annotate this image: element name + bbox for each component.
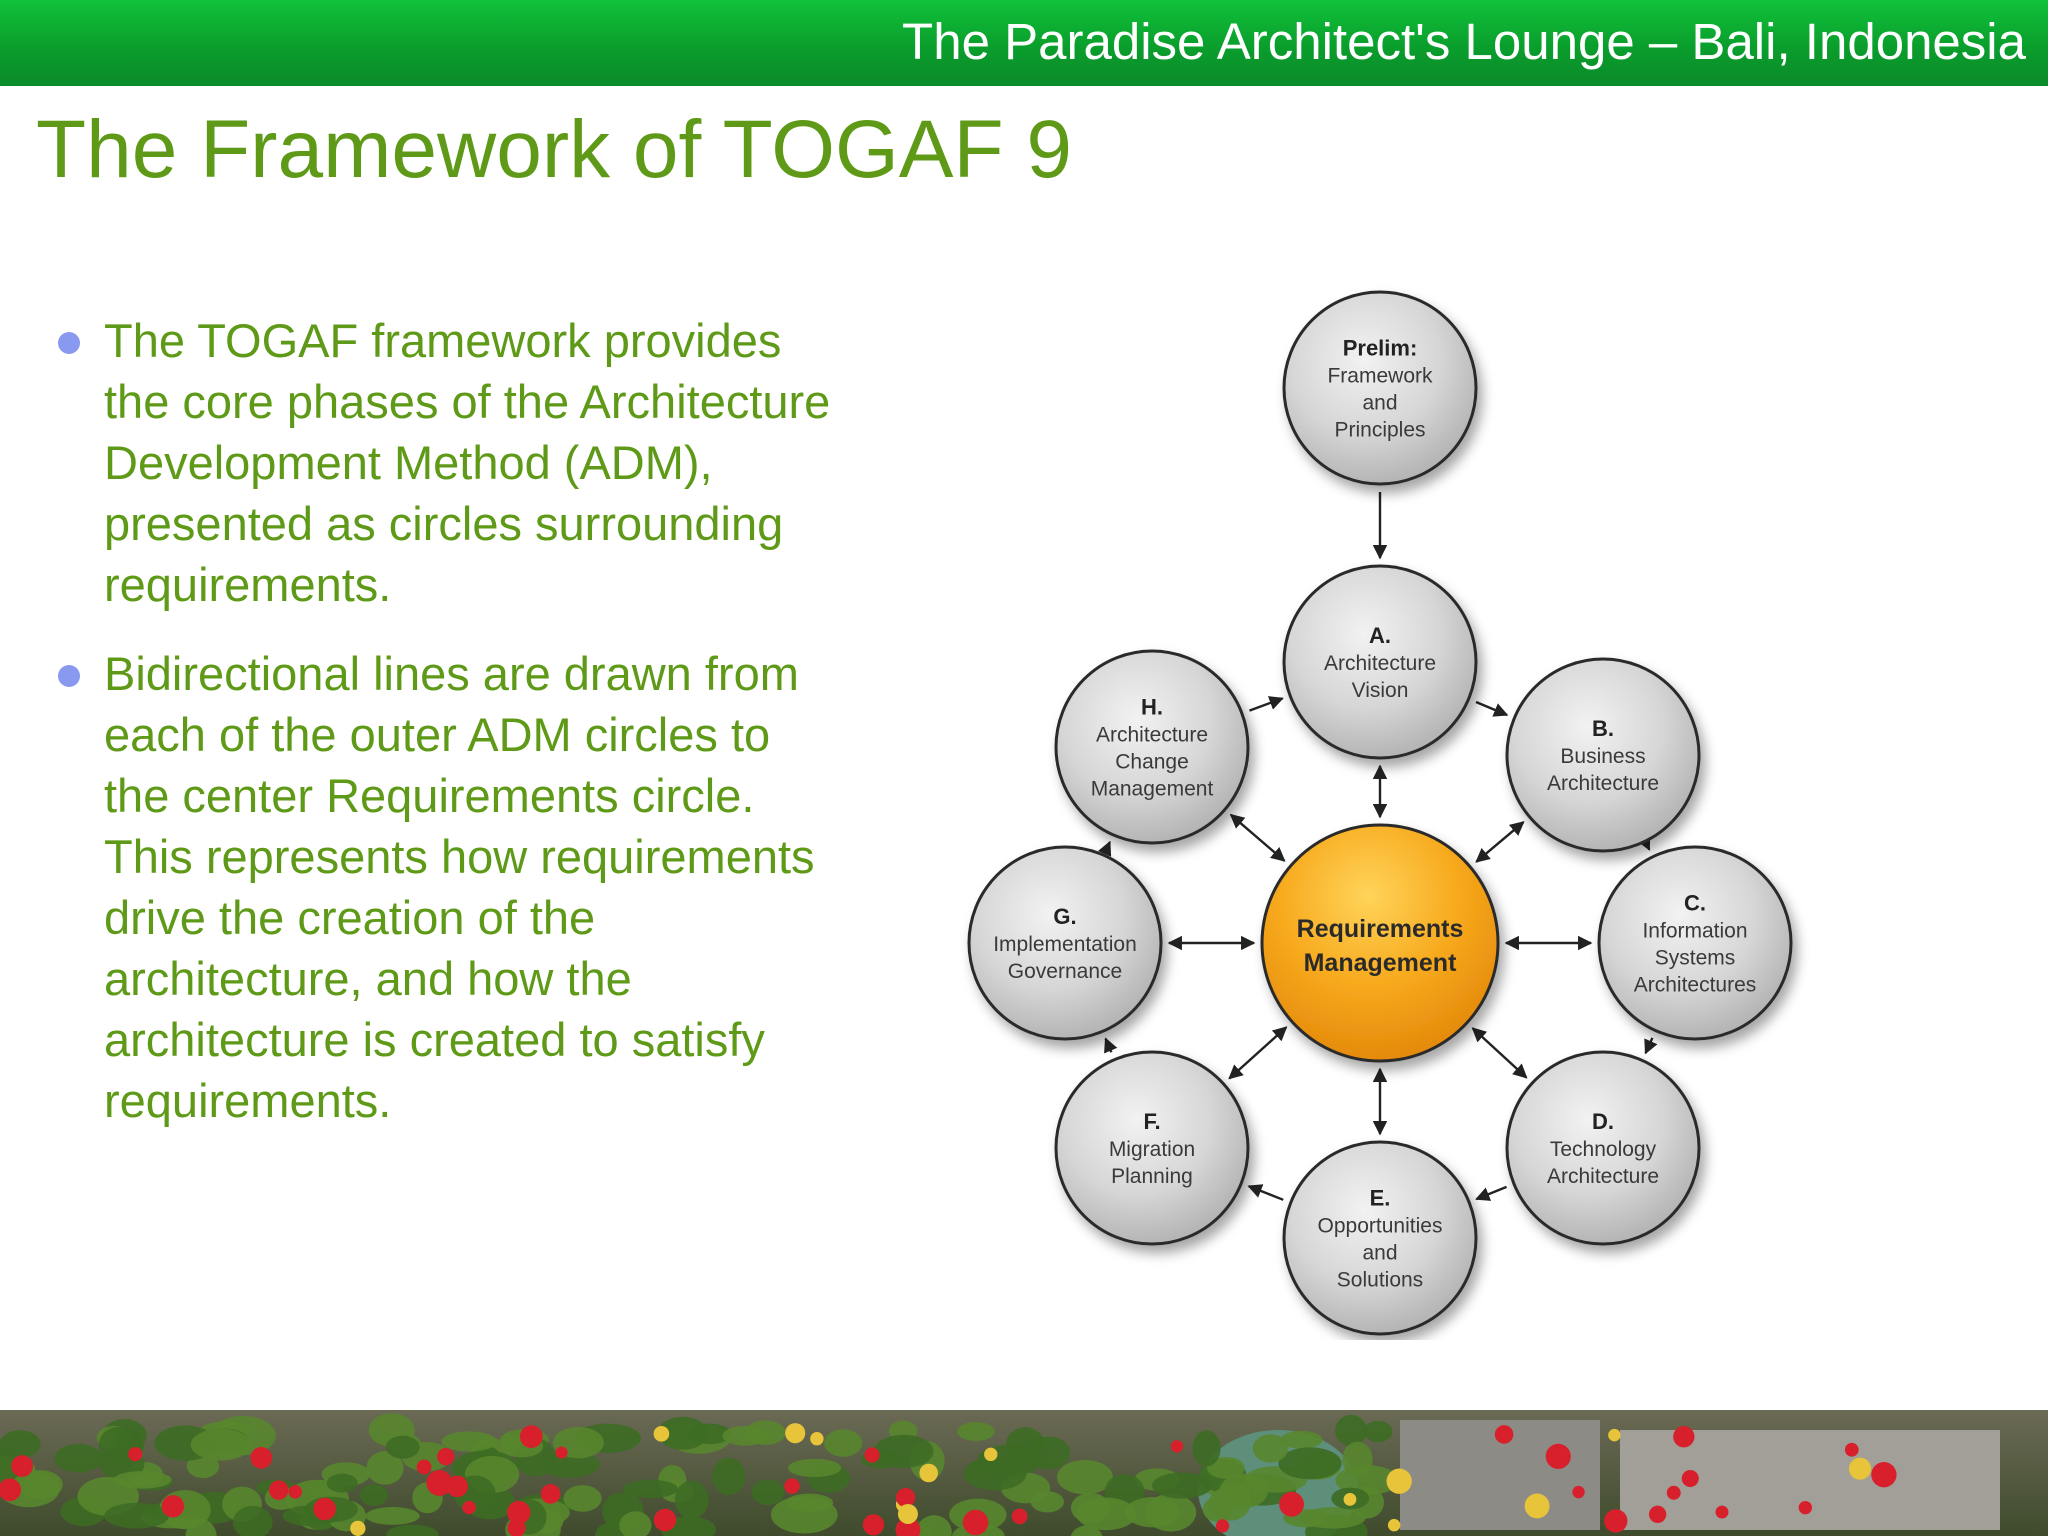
- bullet-dot-icon: [58, 332, 80, 354]
- phase-heading: B.: [1592, 716, 1614, 741]
- phase-label: Opportunities: [1318, 1215, 1443, 1238]
- phase-label: Systems: [1655, 947, 1736, 970]
- phase-heading: G.: [1053, 904, 1076, 929]
- phase-label: Solutions: [1337, 1269, 1423, 1292]
- bullet-item: Bidirectional lines are drawn from each …: [56, 643, 846, 1131]
- phase-d-node-circle: [1505, 1050, 1701, 1246]
- phase-e-node-circle: [1282, 1140, 1478, 1336]
- phase-label: Information: [1642, 920, 1747, 943]
- arrow-g-to-h: [1097, 840, 1112, 857]
- phase-a-node-circle: [1282, 564, 1478, 760]
- center-label: Management: [1304, 949, 1457, 977]
- phase-f-node-circle: [1054, 1050, 1250, 1246]
- phase-label: Governance: [1008, 960, 1122, 983]
- connector-lines: [1097, 492, 1658, 1201]
- slide-title: The Framework of TOGAF 9: [36, 104, 1072, 195]
- arrow-a-to-b: [1475, 700, 1509, 717]
- phase-label: Architecture: [1324, 652, 1436, 675]
- phase-label: Architecture: [1096, 724, 1208, 747]
- arrow-c-to-d: [1644, 1037, 1658, 1055]
- phase-label: Implementation: [993, 933, 1137, 956]
- bullet-text: The TOGAF framework provides the core ph…: [104, 314, 831, 611]
- footer-garden-photo: [0, 1410, 2048, 1536]
- arrow-d-to-e: [1475, 1185, 1508, 1201]
- arrow-f-to-requirements: [1228, 1026, 1288, 1080]
- phase-heading: D.: [1592, 1109, 1614, 1134]
- togaf-adm-diagram: Prelim:FrameworkandPrinciplesA.Architect…: [967, 290, 1793, 1336]
- phase-label: Architectures: [1634, 974, 1757, 997]
- phase-label: Planning: [1111, 1165, 1193, 1188]
- phase-heading: H.: [1141, 695, 1163, 720]
- arrow-b-to-c: [1637, 834, 1651, 851]
- phase-label: and: [1362, 1242, 1397, 1265]
- phase-label: Principles: [1334, 419, 1425, 442]
- requirements-management-node-circle: [1260, 823, 1500, 1063]
- arrow-d-to-requirements: [1471, 1027, 1528, 1079]
- phase-b-node-circle: [1505, 657, 1701, 853]
- phase-label: Architecture: [1547, 1165, 1659, 1188]
- arrow-f-to-g: [1104, 1037, 1118, 1054]
- phase-label: Architecture: [1547, 772, 1659, 795]
- phase-label: Framework: [1327, 365, 1433, 388]
- phase-label: Business: [1560, 745, 1645, 768]
- arrow-h-to-requirements: [1229, 813, 1286, 862]
- phase-heading: C.: [1684, 891, 1706, 916]
- arrow-h-to-a: [1249, 696, 1284, 712]
- phase-label: Management: [1091, 778, 1214, 801]
- phase-heading: E.: [1370, 1186, 1391, 1211]
- bullet-dot-icon: [58, 665, 80, 687]
- phase-label: Technology: [1550, 1138, 1657, 1161]
- phase-g-node-circle: [967, 845, 1163, 1041]
- bullet-text: Bidirectional lines are drawn from each …: [104, 647, 815, 1127]
- phase-label: Vision: [1352, 679, 1409, 702]
- bullet-item: The TOGAF framework provides the core ph…: [56, 310, 846, 615]
- arrow-b-to-requirements: [1475, 821, 1525, 863]
- phase-heading: F.: [1143, 1109, 1160, 1134]
- phase-heading: Prelim:: [1343, 336, 1418, 361]
- phase-label: Migration: [1109, 1138, 1195, 1161]
- phase-label: Change: [1115, 751, 1189, 774]
- phase-h-node-circle: [1054, 649, 1250, 845]
- arrow-e-to-f: [1247, 1184, 1284, 1201]
- center-label: Requirements: [1297, 915, 1464, 943]
- banner-title: The Paradise Architect's Lounge – Bali, …: [902, 13, 2026, 70]
- bullet-list: The TOGAF framework provides the core ph…: [56, 310, 846, 1159]
- phase-heading: A.: [1369, 623, 1391, 648]
- top-banner: The Paradise Architect's Lounge – Bali, …: [0, 0, 2048, 86]
- phase-c-node-circle: [1597, 845, 1793, 1041]
- phase-label: and: [1362, 392, 1397, 415]
- prelim-node-circle: [1282, 290, 1478, 486]
